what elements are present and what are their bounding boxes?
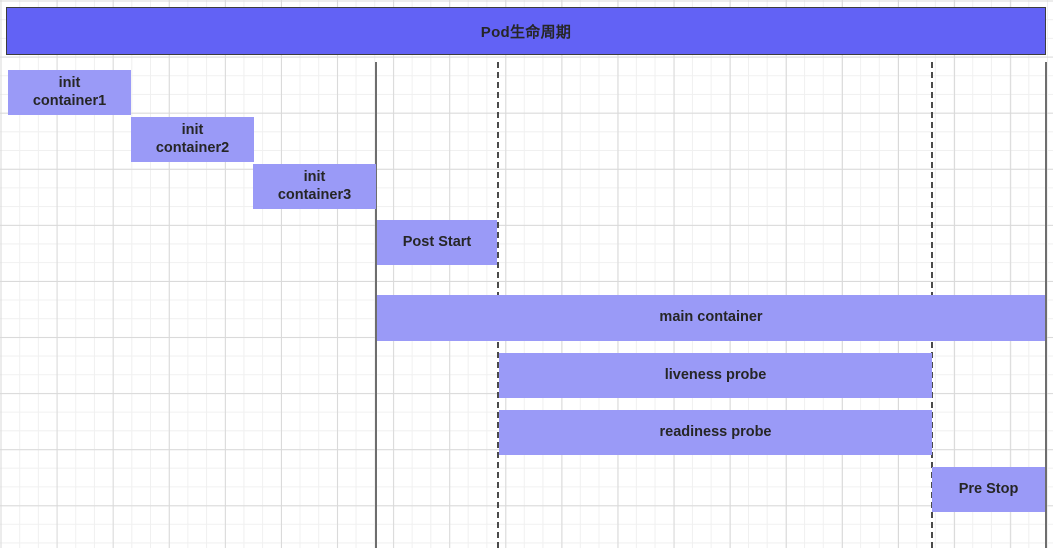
bar-liveness-probe[interactable]: liveness probe bbox=[499, 353, 932, 398]
bar-post-start[interactable]: Post Start bbox=[377, 220, 497, 265]
bar-init-container-3[interactable]: init container3 bbox=[253, 164, 376, 209]
bar-init-container-2[interactable]: init container2 bbox=[131, 117, 254, 162]
init-phase-end-line bbox=[375, 62, 377, 548]
bar-main-container[interactable]: main container bbox=[377, 295, 1045, 341]
page-title: Pod生命周期 bbox=[480, 23, 572, 41]
bar-readiness-probe[interactable]: readiness probe bbox=[499, 410, 932, 455]
bar-pre-stop[interactable]: Pre Stop bbox=[932, 467, 1045, 512]
diagram-title-bar: Pod生命周期 bbox=[6, 7, 1046, 55]
right-boundary-line bbox=[1045, 62, 1047, 548]
bar-init-container-1[interactable]: init container1 bbox=[8, 70, 131, 115]
